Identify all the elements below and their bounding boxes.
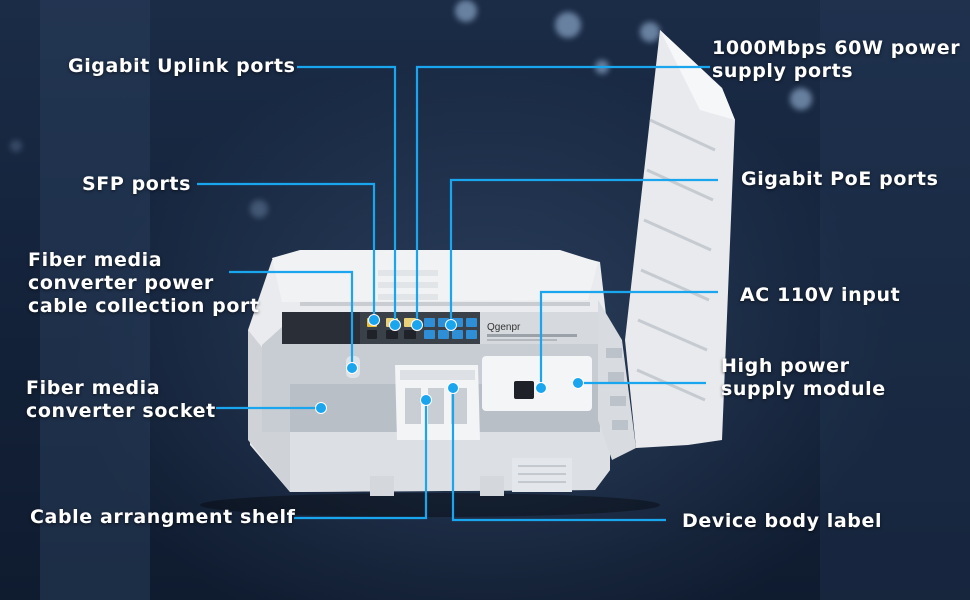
bg-bokeh (10, 140, 22, 152)
bg-bokeh (555, 12, 581, 38)
label-gigabit-poe-ports: Gigabit PoE ports (741, 168, 939, 190)
bg-bokeh (790, 88, 812, 110)
bg-bokeh (455, 0, 477, 22)
bg-pillar (40, 0, 150, 600)
label-psu-module: High power supply module (721, 355, 886, 400)
label-device-body-label: Device body label (682, 510, 883, 532)
label-sfp-ports: SFP ports (82, 173, 192, 195)
label-ac-input: AC 110V input (740, 284, 901, 306)
label-gigabit-uplink-ports: Gigabit Uplink ports (68, 55, 296, 77)
label-fiber-socket: Fiber media converter socket (26, 377, 216, 422)
label-poe-supply-ports: 1000Mbps 60W power supply ports (712, 37, 961, 82)
bg-bokeh (640, 22, 660, 42)
bg-pillar (820, 0, 970, 600)
brand-text: Qgenpr (487, 322, 521, 333)
label-fiber-power-port: Fiber media converter power cable collec… (28, 249, 260, 317)
label-cable-shelf: Cable arrangment shelf (30, 506, 296, 528)
